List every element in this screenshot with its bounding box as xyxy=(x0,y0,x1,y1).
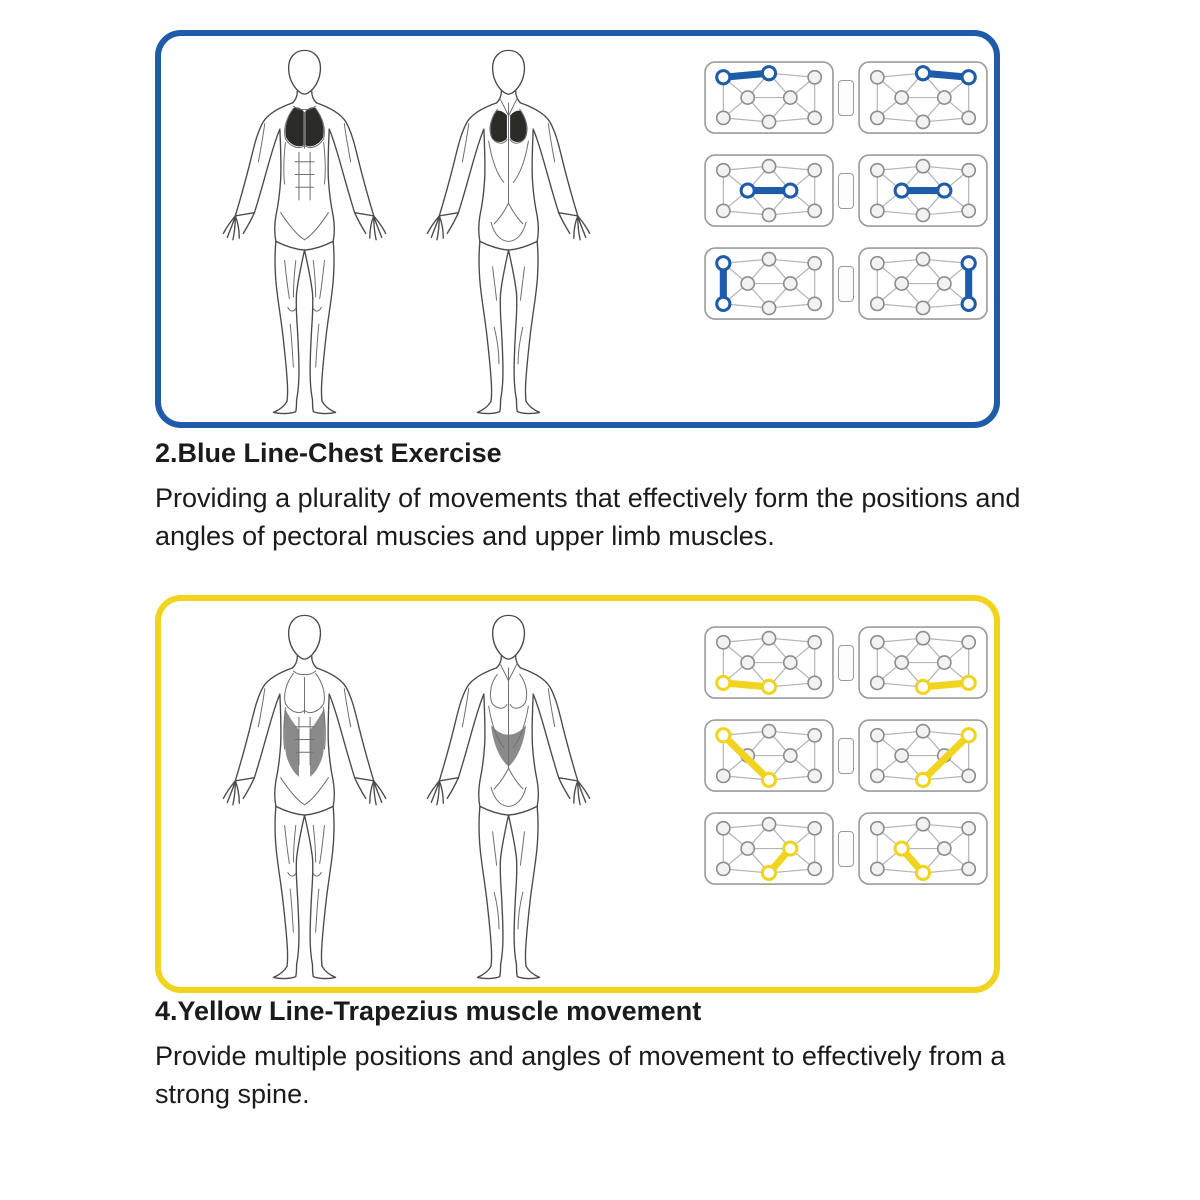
chest-muscle-highlight xyxy=(285,107,324,147)
muscle-figure-front-chest xyxy=(222,49,387,415)
highlight-peg xyxy=(893,182,910,199)
blue-section-body: Providing a plurality of movements that … xyxy=(155,483,1021,552)
highlight-peg xyxy=(960,69,977,86)
board-row xyxy=(703,811,995,886)
peg-board-diagram xyxy=(704,626,834,699)
peg-board-diagram xyxy=(704,247,834,321)
highlight-peg xyxy=(739,182,756,199)
board-connector xyxy=(838,172,854,209)
muscle-figure-back-chest xyxy=(426,49,591,415)
peg-board-diagram xyxy=(858,61,988,134)
board-row xyxy=(703,153,995,228)
highlight-peg xyxy=(782,182,799,199)
muscle-figure-front-oblique xyxy=(222,614,387,980)
highlight-peg xyxy=(715,69,732,86)
peg-board-diagram xyxy=(858,812,988,886)
highlight-peg xyxy=(760,771,778,789)
yellow-section-caption: 4.Yellow Line-Trapezius muscle movement … xyxy=(155,996,1045,1114)
exercise-highlight-line xyxy=(719,731,773,784)
yellow-section-heading: 4.Yellow Line-Trapezius muscle movement xyxy=(155,996,702,1026)
highlight-peg xyxy=(914,865,932,882)
board-connector xyxy=(838,737,854,774)
peg-board-diagram xyxy=(858,626,988,699)
blue-exercise-panel xyxy=(155,30,1000,428)
highlight-peg xyxy=(960,674,977,691)
peg-board-diagram xyxy=(858,247,988,321)
highlight-peg xyxy=(760,678,778,696)
yellow-board-diagrams xyxy=(703,625,995,886)
highlight-peg xyxy=(760,65,778,82)
board-row xyxy=(703,246,995,321)
board-row xyxy=(703,625,995,700)
highlight-peg xyxy=(760,865,778,882)
yellow-exercise-panel xyxy=(155,595,1000,993)
yellow-section-body: Provide multiple positions and angles of… xyxy=(155,1041,1006,1110)
peg-board-diagram xyxy=(704,719,834,793)
peg-board-diagram xyxy=(858,719,988,793)
highlight-peg xyxy=(782,840,799,857)
highlight-peg xyxy=(960,727,977,744)
highlight-peg xyxy=(914,771,932,789)
highlight-peg xyxy=(914,678,932,696)
blue-section-caption: 2.Blue Line-Chest Exercise Providing a p… xyxy=(155,438,1045,556)
board-row xyxy=(703,718,995,793)
highlight-peg xyxy=(715,674,732,691)
highlight-peg xyxy=(914,65,932,82)
blue-board-diagrams xyxy=(703,60,995,321)
highlight-peg xyxy=(715,255,732,272)
peg-board-diagram xyxy=(704,154,834,228)
muscle-figure-back-lowerback xyxy=(426,614,591,980)
highlight-peg xyxy=(715,727,732,744)
highlight-peg xyxy=(960,255,977,272)
blue-section-heading: 2.Blue Line-Chest Exercise xyxy=(155,438,502,468)
highlight-peg xyxy=(960,295,977,313)
exercise-highlight-line xyxy=(919,731,973,784)
oblique-muscle-highlight xyxy=(284,709,325,777)
board-connector xyxy=(838,644,854,681)
peg-board-diagram xyxy=(704,61,834,134)
peg-board-diagram xyxy=(858,154,988,228)
board-row xyxy=(703,60,995,135)
board-connector xyxy=(838,79,854,116)
highlight-peg xyxy=(936,182,953,199)
highlight-peg xyxy=(893,840,910,857)
upper-back-muscle-highlight xyxy=(489,110,528,142)
board-connector xyxy=(838,265,854,302)
peg-board-diagram xyxy=(704,812,834,886)
board-connector xyxy=(838,830,854,867)
highlight-peg xyxy=(715,295,732,313)
